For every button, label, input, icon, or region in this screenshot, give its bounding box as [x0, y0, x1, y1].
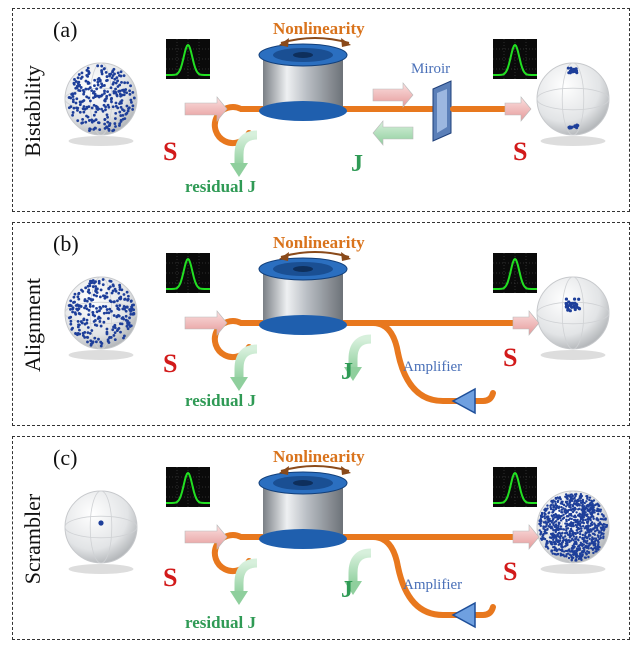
panel-tag: (b): [53, 231, 79, 256]
residual-j-label: residual J: [185, 177, 257, 196]
residual-j-label: residual J: [185, 391, 257, 410]
oscilloscope-trace-icon: [493, 467, 537, 507]
panel-alignment: Alignment (b) Nonlinearity S S J residua…: [12, 222, 630, 426]
oscilloscope-trace-icon: [166, 253, 210, 293]
fiber-feedback-loop: [370, 534, 496, 618]
nonlinearity-label: Nonlinearity: [273, 447, 365, 466]
double-arrow-icon: [279, 465, 351, 475]
residual-j-arrow: [230, 558, 258, 605]
panel-c-diagram: [64, 465, 610, 629]
s-input-label: S: [163, 137, 178, 166]
backward-arrow: [372, 120, 414, 146]
poincare-sphere-icon: [536, 62, 610, 146]
output-arrow: [504, 96, 532, 122]
fiber-spool-icon: [258, 43, 348, 121]
output-arrow: [512, 524, 540, 550]
panel-tag: (c): [53, 445, 78, 470]
double-arrow-icon: [279, 37, 351, 47]
output-arrow: [512, 310, 540, 336]
j-return-arrow: [344, 334, 372, 381]
s-output-label: S: [503, 557, 518, 586]
nonlinearity-label: Nonlinearity: [273, 19, 365, 38]
j-label: J: [341, 359, 353, 385]
panel-b-diagram: [64, 251, 610, 415]
mirror-icon: [432, 80, 452, 142]
poincare-sphere-icon: [536, 276, 610, 360]
panel-bistability: Bistability (a) Nonlinearity S S J resid…: [12, 8, 630, 212]
j-return-arrow: [344, 548, 372, 595]
j-label: J: [351, 151, 363, 177]
residual-j-arrow: [230, 130, 258, 177]
s-input-label: S: [163, 563, 178, 592]
s-input-label: S: [163, 349, 178, 378]
s-output-label: S: [503, 343, 518, 372]
amplifier-label: Amplifier: [403, 359, 463, 375]
poincare-sphere-icon: [64, 276, 138, 360]
poincare-sphere-icon: [64, 62, 138, 146]
residual-j-label: residual J: [185, 613, 257, 632]
side-label: Scrambler: [20, 493, 45, 585]
poincare-sphere-icon: [536, 490, 610, 574]
poincare-sphere-icon: [64, 490, 138, 574]
amplifier-label: Amplifier: [403, 577, 463, 593]
miroir-label: Miroir: [411, 61, 451, 77]
nonlinearity-label: Nonlinearity: [273, 233, 365, 252]
amplifier-triangle-icon: [451, 601, 476, 629]
oscilloscope-trace-icon: [166, 467, 210, 507]
side-label: Alignment: [20, 277, 46, 373]
amplifier-triangle-icon: [451, 387, 476, 415]
forward-arrow: [372, 82, 414, 108]
oscilloscope-trace-icon: [493, 253, 537, 293]
side-label: Bistability: [20, 65, 45, 157]
oscilloscope-trace-icon: [493, 39, 537, 79]
panel-a-diagram: [64, 37, 610, 177]
fiber-spool-icon: [258, 257, 348, 335]
panel-tag: (a): [53, 17, 78, 42]
j-label: J: [341, 577, 353, 603]
oscilloscope-trace-icon: [166, 39, 210, 79]
input-arrow: [184, 524, 228, 550]
residual-j-arrow: [230, 344, 258, 391]
panel-scrambler: Scrambler (c) Nonlinearity S S J residua…: [12, 436, 630, 640]
fiber-spool-icon: [258, 471, 348, 549]
input-arrow: [184, 310, 228, 336]
double-arrow-icon: [279, 251, 351, 261]
fiber-feedback-loop: [370, 320, 496, 404]
s-output-label: S: [513, 137, 528, 166]
input-arrow: [184, 96, 228, 122]
